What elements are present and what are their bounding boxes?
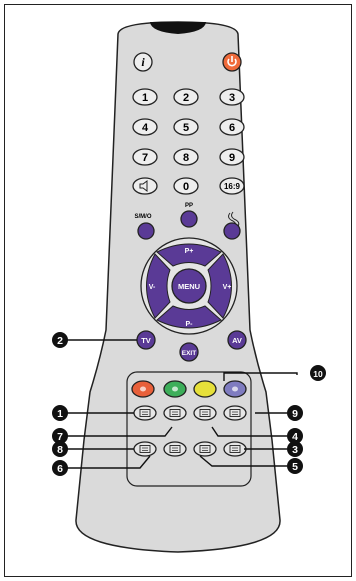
callout-10: 10 bbox=[310, 365, 326, 381]
callout-9: 9 bbox=[287, 405, 303, 421]
teletext-index-button[interactable] bbox=[223, 405, 247, 421]
svg-text:7: 7 bbox=[57, 431, 63, 443]
callout-8: 8 bbox=[52, 441, 68, 457]
digit-6-button[interactable]: 6 bbox=[219, 118, 245, 136]
sound-mode-button[interactable] bbox=[223, 222, 241, 240]
callout-lines bbox=[67, 339, 298, 469]
av-button[interactable]: AV bbox=[227, 330, 247, 350]
yellow-button[interactable] bbox=[193, 380, 217, 398]
callout-2: 2 bbox=[52, 332, 68, 348]
program-up-button[interactable]: P+ bbox=[156, 243, 222, 267]
digit-3-button[interactable]: 3 bbox=[219, 88, 245, 106]
teletext-icon bbox=[199, 445, 211, 453]
teletext-on-button[interactable] bbox=[133, 405, 157, 421]
svg-text:P+: P+ bbox=[185, 248, 194, 255]
callout-4: 4 bbox=[287, 428, 303, 444]
volume-down-button[interactable]: V- bbox=[146, 253, 171, 319]
svg-text:0: 0 bbox=[183, 181, 189, 193]
digit-8-button[interactable]: 8 bbox=[173, 148, 199, 166]
digit-9-button[interactable]: 9 bbox=[219, 148, 245, 166]
svg-text:9: 9 bbox=[229, 152, 235, 164]
teletext-icon bbox=[169, 445, 181, 453]
teletext-icon bbox=[229, 409, 241, 417]
program-down-button[interactable]: P- bbox=[156, 305, 222, 329]
power-button[interactable] bbox=[222, 52, 242, 72]
svg-text:8: 8 bbox=[57, 444, 63, 456]
digit-5-button[interactable]: 5 bbox=[173, 118, 199, 136]
power-icon bbox=[227, 56, 237, 67]
svg-text:V-: V- bbox=[149, 284, 156, 291]
svg-text:6: 6 bbox=[57, 463, 63, 475]
teletext-icon bbox=[169, 409, 181, 417]
svg-text:7: 7 bbox=[142, 152, 148, 164]
callout-1: 1 bbox=[52, 405, 68, 421]
svg-text:8: 8 bbox=[183, 152, 189, 164]
svg-text:2: 2 bbox=[183, 92, 189, 104]
callout-3: 3 bbox=[287, 441, 303, 457]
aspect-ratio-button[interactable]: 16:9 bbox=[219, 177, 245, 195]
svg-text:1: 1 bbox=[57, 408, 63, 420]
smo-button[interactable] bbox=[137, 222, 155, 240]
svg-text:4: 4 bbox=[292, 431, 298, 443]
svg-text:AV: AV bbox=[232, 336, 242, 345]
teletext-icon bbox=[139, 445, 151, 453]
callout-5: 5 bbox=[287, 458, 303, 474]
teletext-icon bbox=[139, 409, 151, 417]
callout-7: 7 bbox=[52, 428, 68, 444]
menu-button[interactable]: MENU bbox=[171, 268, 207, 304]
svg-text:9: 9 bbox=[292, 408, 298, 420]
teletext-size-button[interactable] bbox=[133, 441, 157, 457]
svg-text:TV: TV bbox=[141, 336, 151, 345]
svg-text:4: 4 bbox=[142, 122, 149, 134]
teletext-reveal-button[interactable] bbox=[163, 441, 187, 457]
svg-text:1: 1 bbox=[142, 92, 148, 104]
digit-0-button[interactable]: 0 bbox=[173, 177, 199, 195]
blue-button[interactable] bbox=[223, 380, 247, 398]
callout-6: 6 bbox=[52, 460, 68, 476]
pp-button[interactable] bbox=[180, 210, 198, 228]
mute-button[interactable] bbox=[132, 177, 158, 195]
smo-label: S/M/O bbox=[134, 214, 151, 220]
green-button[interactable] bbox=[163, 380, 187, 398]
teletext-hold-button[interactable] bbox=[193, 405, 217, 421]
svg-text:6: 6 bbox=[229, 122, 235, 134]
exit-button[interactable]: EXIT bbox=[179, 342, 199, 362]
svg-text:EXIT: EXIT bbox=[182, 350, 196, 357]
digit-4-button[interactable]: 4 bbox=[132, 118, 158, 136]
speaker-icon bbox=[139, 180, 148, 192]
red-button[interactable] bbox=[131, 380, 155, 398]
svg-text:P-: P- bbox=[186, 321, 194, 328]
teletext-cancel-button[interactable] bbox=[223, 441, 247, 457]
teletext-mix-button[interactable] bbox=[163, 405, 187, 421]
teletext-subpage-button[interactable] bbox=[193, 441, 217, 457]
tv-button[interactable]: TV bbox=[136, 330, 156, 350]
digit-7-button[interactable]: 7 bbox=[132, 148, 158, 166]
volume-up-button[interactable]: V+ bbox=[207, 253, 232, 319]
svg-text:3: 3 bbox=[292, 444, 298, 456]
teletext-icon bbox=[229, 445, 241, 453]
svg-text:V+: V+ bbox=[223, 284, 232, 291]
digit-2-button[interactable]: 2 bbox=[173, 88, 199, 106]
digit-1-button[interactable]: 1 bbox=[132, 88, 158, 106]
remote-ir-window bbox=[150, 22, 206, 34]
info-button[interactable]: i bbox=[133, 52, 153, 72]
info-icon: i bbox=[141, 55, 145, 69]
figure-frame bbox=[4, 4, 352, 577]
svg-text:16:9: 16:9 bbox=[224, 182, 241, 191]
teletext-panel bbox=[126, 371, 252, 487]
svg-text:2: 2 bbox=[57, 335, 63, 347]
svg-text:10: 10 bbox=[313, 369, 323, 379]
svg-text:MENU: MENU bbox=[178, 282, 200, 291]
svg-text:5: 5 bbox=[183, 122, 189, 134]
teletext-icon bbox=[199, 409, 211, 417]
pp-label: PP bbox=[185, 203, 193, 209]
svg-text:5: 5 bbox=[292, 461, 298, 473]
svg-text:3: 3 bbox=[229, 92, 235, 104]
